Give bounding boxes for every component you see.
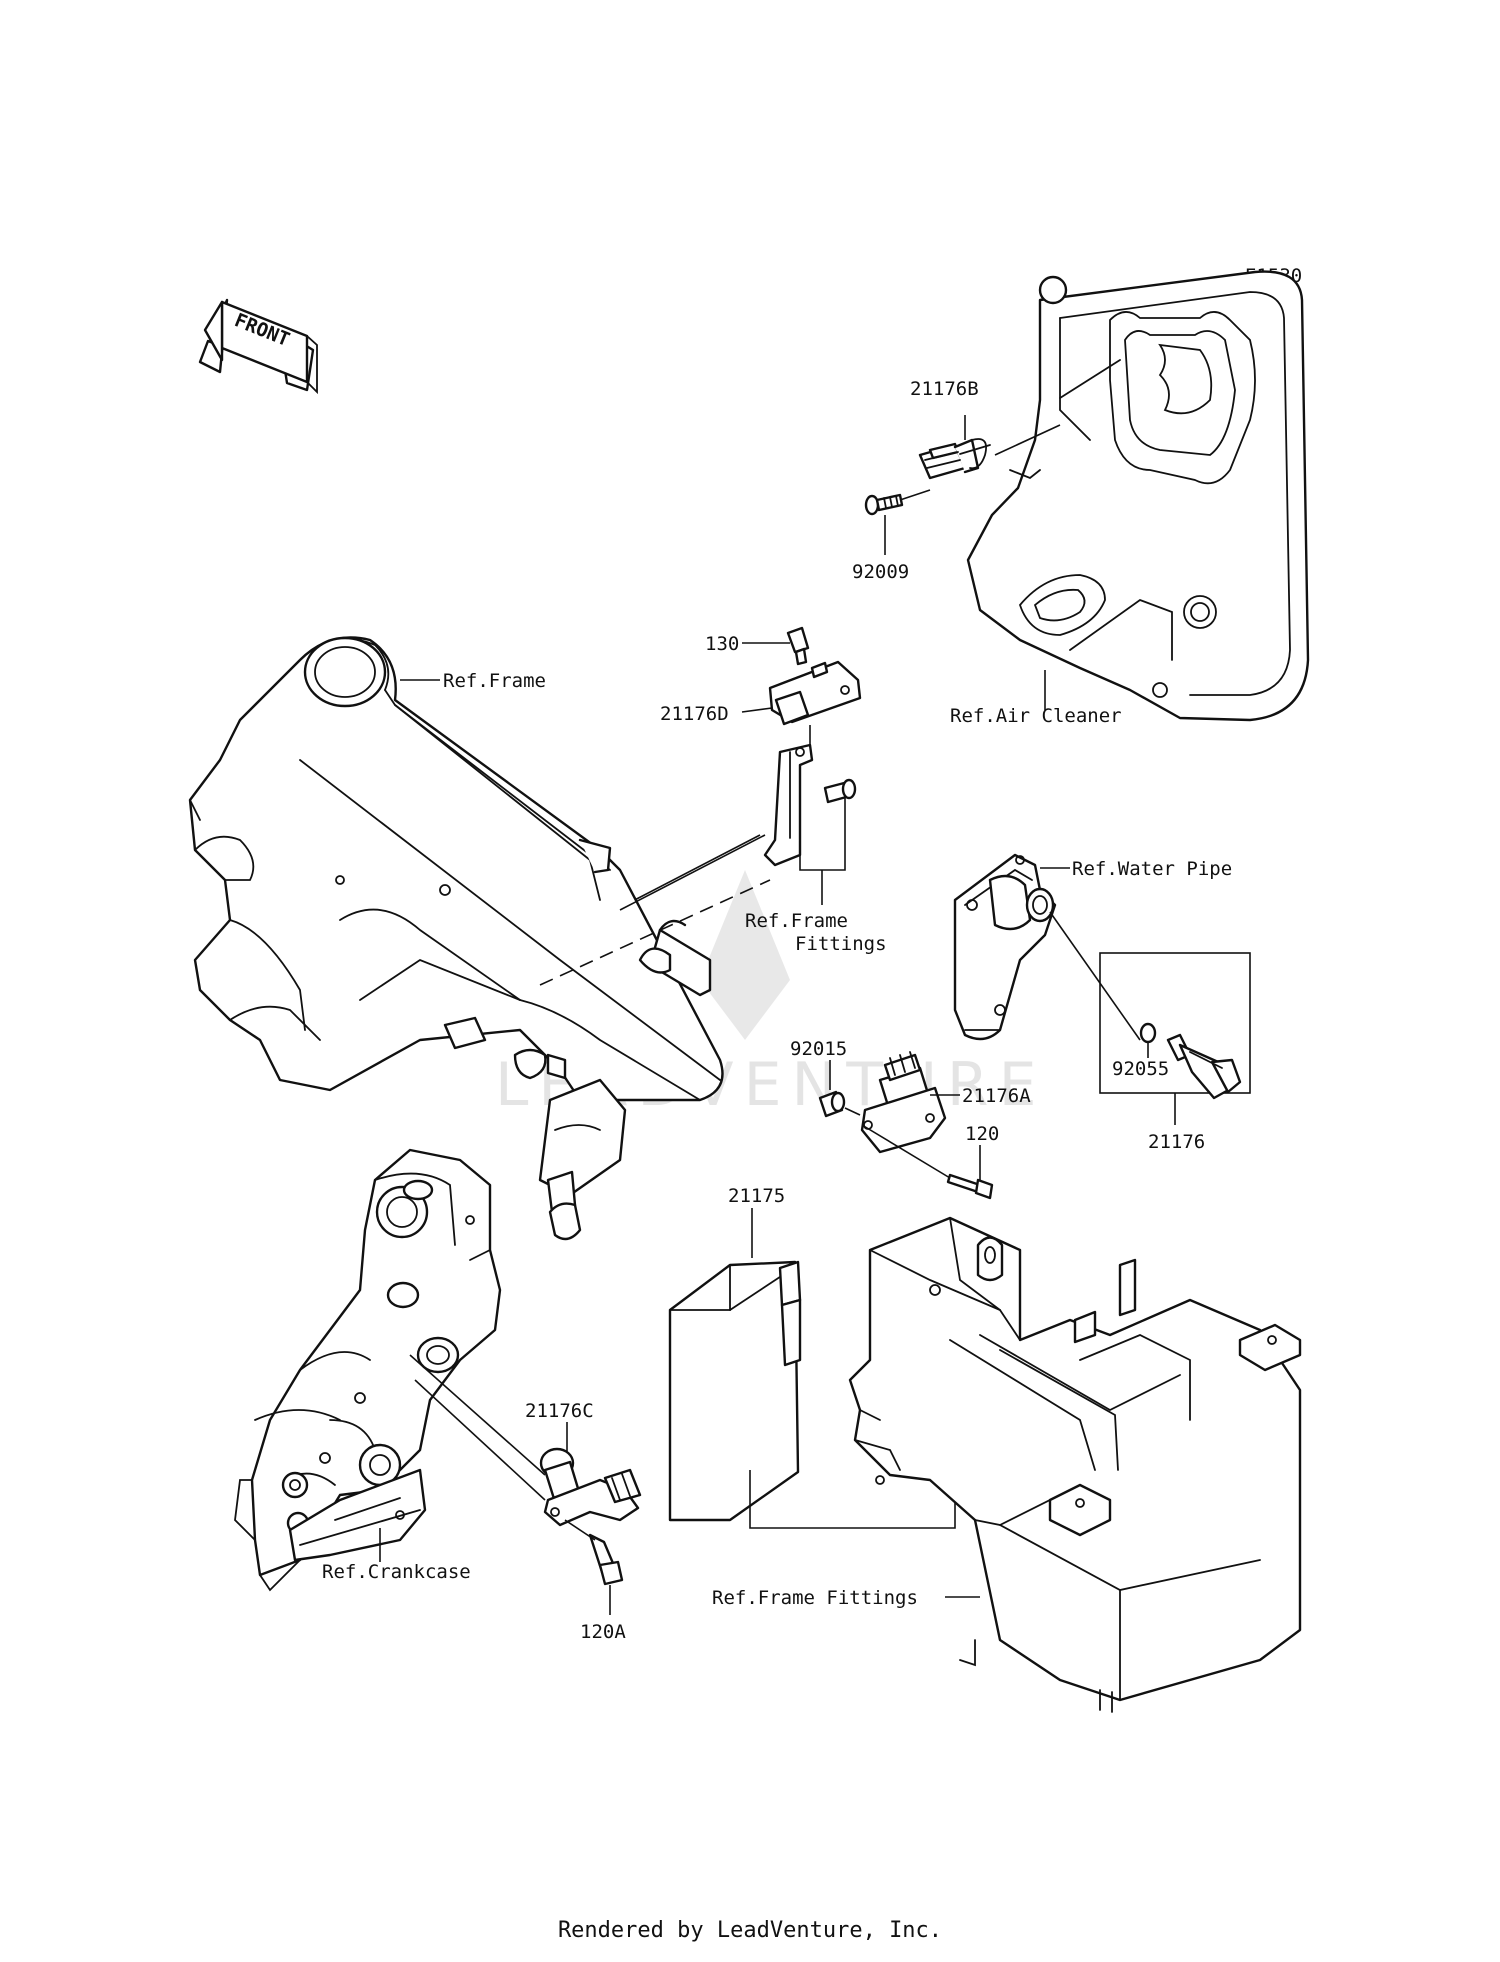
battery-case [848, 1216, 1302, 1713]
label-120: 120 [965, 1123, 999, 1145]
label-92015: 92015 [790, 1038, 847, 1060]
label-ref-air-cleaner: Ref.Air Cleaner [950, 705, 1122, 727]
part-21176-sensor [1166, 1033, 1242, 1100]
frame [188, 636, 724, 1241]
label-130: 130 [705, 633, 739, 655]
part-120-bolt [946, 1173, 994, 1200]
crankcase [234, 1148, 502, 1592]
label-ref-frame-fittings-1: Ref.Frame [745, 910, 848, 932]
label-120A: 120A [580, 1621, 626, 1643]
part-92055-o-ring [1139, 1022, 1157, 1044]
part-120A-bolt [588, 1533, 624, 1586]
part-130-bolt [786, 626, 810, 666]
frame-fitting-bracket [763, 743, 857, 867]
part-92009-screw [864, 493, 904, 516]
part-21176D-sensor [768, 660, 862, 726]
air-cleaner-housing [966, 270, 1310, 722]
label-ref-frame-fittings-2: Fittings [795, 933, 887, 955]
part-92015-collar [818, 1090, 846, 1118]
label-ref-frame: Ref.Frame [443, 670, 546, 692]
label-92009: 92009 [852, 561, 909, 583]
label-21176C: 21176C [525, 1400, 594, 1422]
label-21175: 21175 [728, 1185, 785, 1207]
label-21176A: 21176A [962, 1085, 1031, 1107]
label-ref-crankcase: Ref.Crankcase [322, 1561, 471, 1583]
label-92055: 92055 [1112, 1058, 1169, 1080]
label-ref-frame-fittings-bottom: Ref.Frame Fittings [712, 1587, 918, 1609]
part-21176B-sensor [918, 438, 991, 480]
label-ref-water-pipe: Ref.Water Pipe [1072, 858, 1232, 880]
label-21176B: 21176B [910, 378, 979, 400]
label-21176: 21176 [1148, 1131, 1205, 1153]
footer-credit: Rendered by LeadVenture, Inc. [557, 1918, 943, 1943]
part-21176A-sensor [860, 1051, 947, 1154]
front-arrow-icon: FRONT [198, 298, 318, 395]
water-pipe [953, 853, 1057, 1041]
part-21176C-sensor [539, 1447, 642, 1527]
part-21175-ecu [668, 1260, 802, 1522]
label-21176D: 21176D [660, 703, 729, 725]
